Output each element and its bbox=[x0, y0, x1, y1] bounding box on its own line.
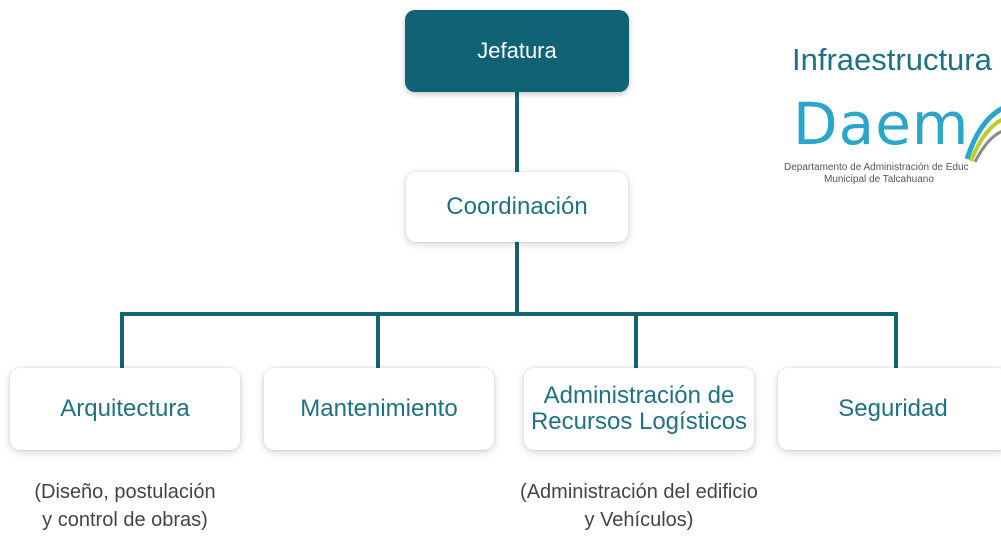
node-jefatura: Jefatura bbox=[405, 10, 629, 92]
node-seguridad: Seguridad bbox=[778, 368, 1001, 450]
connector-coordination-down bbox=[515, 242, 519, 314]
node-administracion-label-line-1: Administración de bbox=[543, 382, 735, 409]
logo-swoosh-icon bbox=[965, 106, 1001, 163]
connector-top-to-coordination bbox=[515, 92, 519, 174]
node-mantenimiento: Mantenimiento bbox=[264, 368, 494, 450]
connector-to-seguridad bbox=[894, 312, 898, 368]
daem-logo: Daem Departamento de Administración de E… bbox=[775, 98, 1001, 188]
node-seguridad-label: Seguridad bbox=[838, 395, 948, 422]
node-coordinacion-label: Coordinación bbox=[446, 193, 588, 220]
node-administracion: Administración de Recursos Logísticos bbox=[524, 368, 754, 450]
note-administracion: (Administración del edificio y Vehículos… bbox=[520, 481, 758, 531]
brand-title: Infraestructura bbox=[792, 42, 992, 77]
connector-to-administracion bbox=[634, 312, 638, 368]
connector-horizontal-bus bbox=[120, 312, 898, 316]
note-arquitectura: (Diseño, postulación y control de obras) bbox=[34, 481, 216, 531]
node-mantenimiento-label: Mantenimiento bbox=[300, 395, 458, 422]
logo-subtitle-line-1: Departamento de Administración de Educ bbox=[784, 162, 969, 173]
connector-to-arquitectura bbox=[120, 312, 124, 368]
connector-to-mantenimiento bbox=[376, 312, 380, 368]
node-jefatura-label: Jefatura bbox=[477, 38, 557, 63]
node-arquitectura-label: Arquitectura bbox=[60, 395, 190, 422]
node-coordinacion: Coordinación bbox=[406, 172, 628, 242]
node-administracion-label-line-2: Recursos Logísticos bbox=[530, 408, 748, 435]
logo-subtitle-line-2: Municipal de Talcahuano bbox=[824, 174, 934, 185]
logo-wordmark: Daem bbox=[793, 98, 970, 158]
node-arquitectura: Arquitectura bbox=[10, 368, 240, 450]
